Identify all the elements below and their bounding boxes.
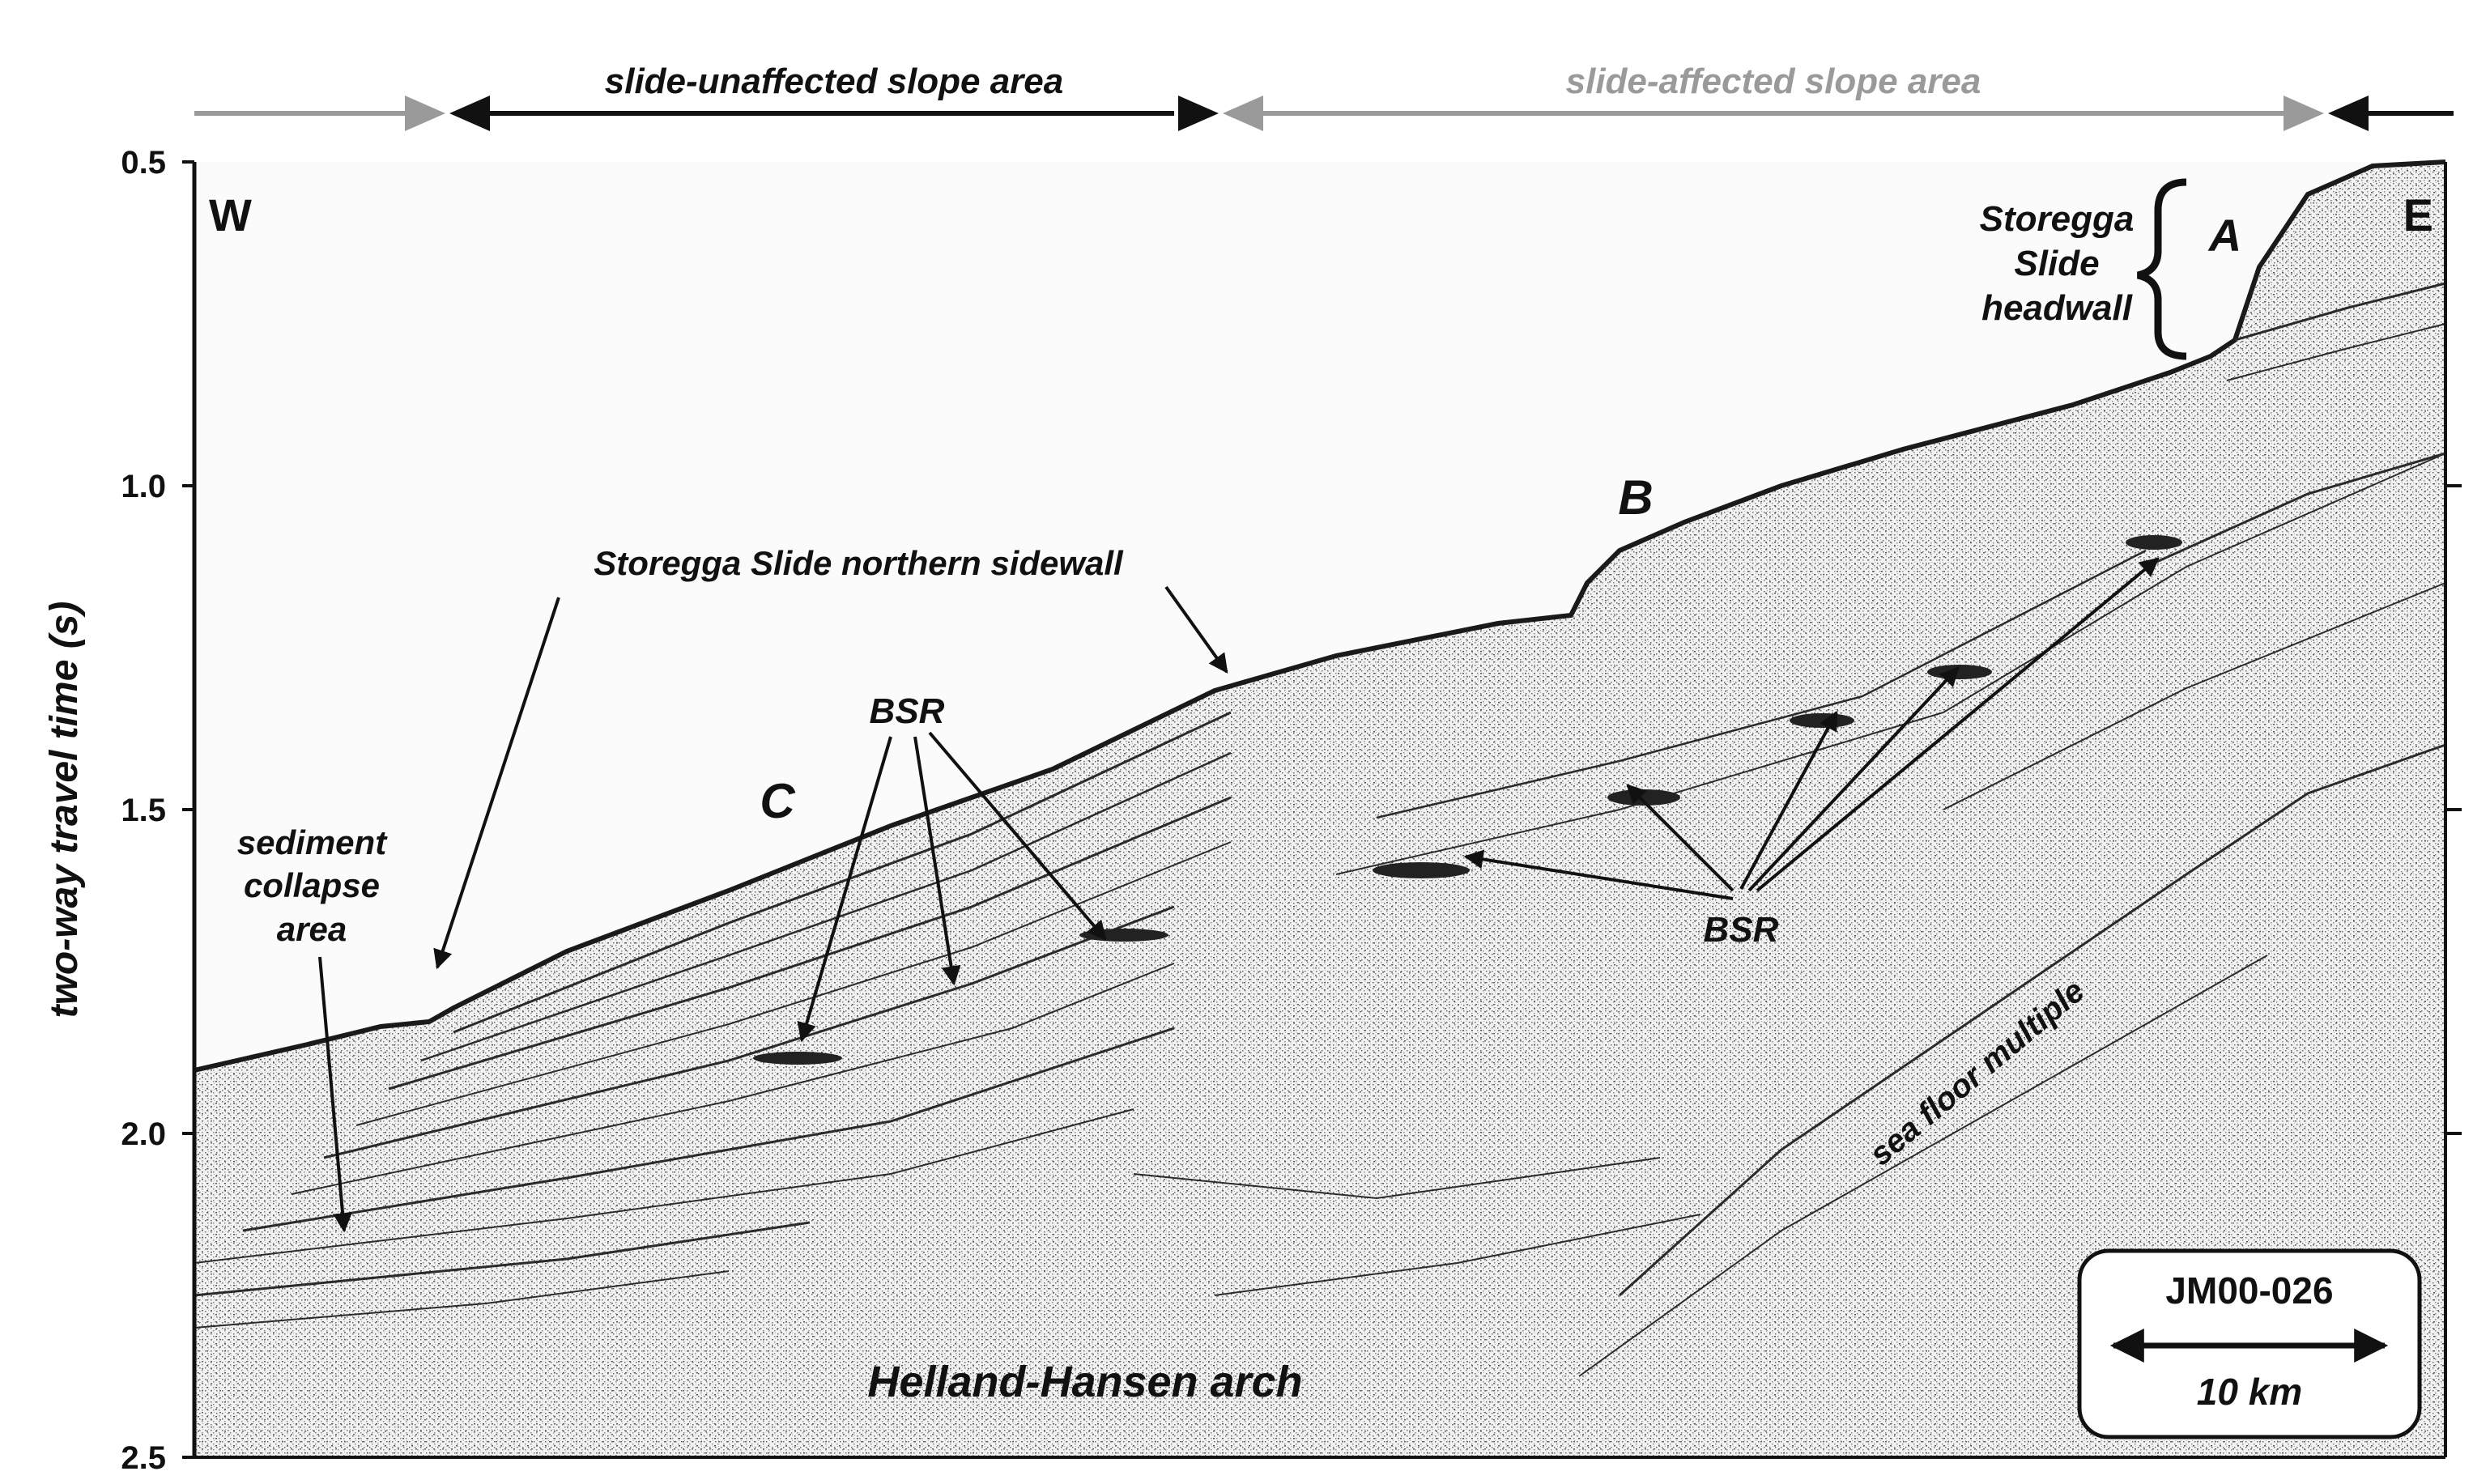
- point-b-label: B: [1618, 470, 1653, 525]
- collapse-label-line2: collapse: [244, 866, 380, 904]
- headwall-brace: [2136, 178, 2187, 360]
- y-tick-labels: 0.5 1.0 1.5 2.0 2.5: [121, 145, 166, 1476]
- scale-label: 10 km: [2197, 1371, 2302, 1413]
- y-tick-label: 1.5: [121, 793, 166, 828]
- y-tick-label: 0.5: [121, 145, 166, 181]
- west-label: W: [209, 189, 252, 240]
- collapse-label-line3: area: [277, 910, 347, 948]
- profile-id-label: JM00-026: [2165, 1269, 2333, 1312]
- bsr-left-arrows: [797, 731, 1107, 1043]
- y-axis-title: two-way travel time (s): [43, 602, 86, 1018]
- seismic-texture: [194, 162, 2445, 1457]
- bsr-right-arrows: [1463, 557, 2160, 900]
- sidewall-arrows: [433, 585, 1228, 970]
- arch-label: Helland-Hansen arch: [867, 1358, 1302, 1406]
- seafloor-reflector: [194, 159, 2446, 1073]
- unaffected-zone-label: slide-unaffected slope area: [605, 62, 1064, 101]
- headwall-label-line3: headwall: [1981, 288, 2133, 328]
- collapse-arrow: [318, 956, 353, 1233]
- affected-zone-label: slide-affected slope area: [1566, 62, 1981, 101]
- east-label: E: [2403, 189, 2433, 240]
- y-ticks: [182, 160, 2462, 1459]
- top-zone-bar: [194, 96, 2454, 131]
- y-tick-label: 2.5: [121, 1440, 166, 1476]
- bsr-left-label: BSR: [870, 691, 945, 731]
- y-tick-label: 1.0: [121, 469, 166, 504]
- scale-box: JM00-026 10 km: [2077, 1248, 2422, 1439]
- headwall-label-line1: Storegga: [1980, 199, 2135, 239]
- headwall-label-line2: Slide: [2014, 244, 2099, 283]
- point-c-label: C: [760, 774, 796, 828]
- sidewall-label: Storegga Slide northern sidewall: [594, 544, 1124, 582]
- point-a-label: A: [2207, 210, 2241, 261]
- bsr-right-label: BSR: [1704, 910, 1779, 950]
- collapse-label-line1: sediment: [237, 823, 388, 861]
- y-tick-label: 2.0: [121, 1116, 166, 1152]
- reflectors: [194, 282, 2446, 1377]
